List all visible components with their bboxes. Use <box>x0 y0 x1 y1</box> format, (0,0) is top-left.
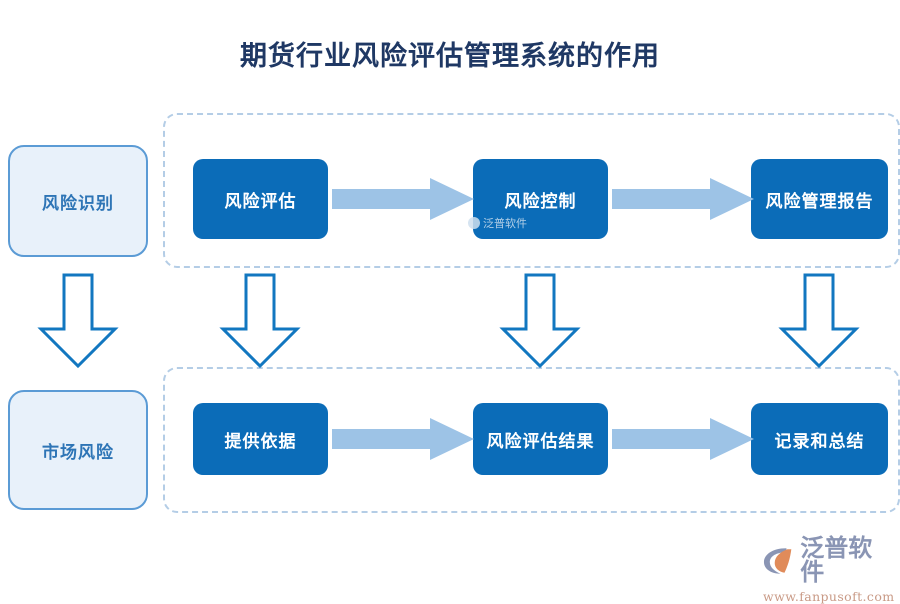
brand-name: 泛普软件 <box>800 535 873 586</box>
top-flow-group-container <box>163 113 900 268</box>
category-box-market-risk[interactable]: 市场风险 <box>8 390 148 510</box>
arrow-right-icon <box>332 418 474 460</box>
arrow-right-icon <box>612 418 754 460</box>
category-label: 风险识别 <box>42 193 114 213</box>
step-box-record-and-summary[interactable]: 记录和总结 <box>751 403 888 475</box>
fanpu-swoosh-logo-icon <box>763 548 792 574</box>
step-box-risk-control[interactable]: 风险控制 <box>473 159 608 239</box>
page-title: 期货行业风险评估管理系统的作用 <box>240 41 660 72</box>
category-label: 市场风险 <box>42 442 114 462</box>
step-box-provide-basis[interactable]: 提供依据 <box>193 403 328 475</box>
step-label: 记录和总结 <box>774 431 865 451</box>
step-label: 风险评估 <box>224 191 297 211</box>
step-box-risk-assessment[interactable]: 风险评估 <box>193 159 328 239</box>
step-label: 风险评估结果 <box>486 431 595 451</box>
arrow-down-icon <box>37 273 119 369</box>
arrow-right-icon <box>612 178 754 220</box>
arrow-down-icon <box>219 273 301 369</box>
step-box-risk-management-report[interactable]: 风险管理报告 <box>751 159 888 239</box>
step-label: 提供依据 <box>224 431 297 451</box>
step-label: 风险控制 <box>504 191 577 211</box>
step-label: 风险管理报告 <box>765 191 874 211</box>
brand-url: www.fanpusoft.com <box>763 589 895 604</box>
brand-logo: 泛普软件 www.fanpusoft.com <box>762 535 894 604</box>
arrow-down-icon <box>778 273 860 369</box>
bottom-flow-group-container <box>163 367 900 513</box>
category-box-risk-identification[interactable]: 风险识别 <box>8 145 148 257</box>
step-box-risk-assessment-result[interactable]: 风险评估结果 <box>473 403 608 475</box>
arrow-right-icon <box>332 178 474 220</box>
arrow-down-icon <box>499 273 581 369</box>
